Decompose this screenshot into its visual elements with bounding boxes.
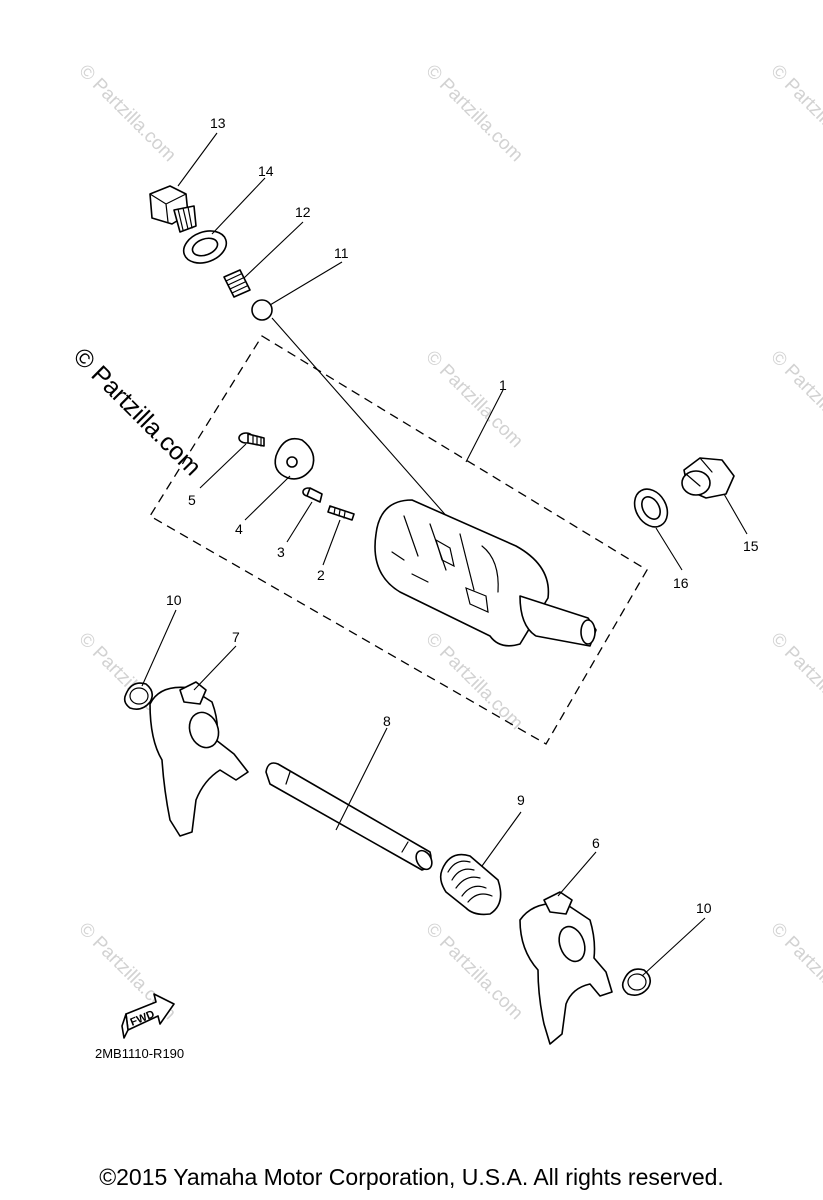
circlip-10-left <box>123 682 154 710</box>
spring-12 <box>223 269 251 298</box>
copyright-notice: ©2015 Yamaha Motor Corporation, U.S.A. A… <box>99 1164 724 1190</box>
shift-fork-7 <box>149 681 249 837</box>
watermark: © Partzilla.com <box>74 61 179 166</box>
circlip-10-right <box>621 968 652 996</box>
callout-label: 3 <box>277 544 285 560</box>
screw-5 <box>238 432 265 447</box>
callout-label: 15 <box>743 538 759 554</box>
watermark: © Partzilla.com <box>766 61 823 166</box>
callout-label: 4 <box>235 521 243 537</box>
callout-label: 14 <box>258 163 274 179</box>
washer-16 <box>633 488 669 528</box>
callout-label: 2 <box>317 567 325 583</box>
spring-9 <box>439 853 502 916</box>
callout-label: 10 <box>696 900 712 916</box>
callout-label: 16 <box>673 575 689 591</box>
callout-label: 9 <box>517 792 525 808</box>
callout-labels: 1 2 3 4 5 6 7 8 9 10 10 11 12 13 14 15 1… <box>166 115 759 916</box>
plate-4 <box>274 437 315 480</box>
watermark: © Partzilla.com <box>421 347 526 452</box>
watermark: © Partzilla.com <box>421 919 526 1024</box>
shift-drum <box>374 499 597 647</box>
plug-15 <box>681 457 735 499</box>
leader-lines <box>141 132 748 977</box>
watermark: © Partzilla.com <box>766 347 823 452</box>
watermark: © Partzilla.com <box>421 61 526 166</box>
ball-11 <box>251 299 273 321</box>
callout-label: 12 <box>295 204 311 220</box>
watermark: © Partzilla.com <box>766 629 823 734</box>
callout-label: 8 <box>383 713 391 729</box>
callout-label: 11 <box>334 245 349 261</box>
diagram-reference-code: 2MB1110-R190 <box>95 1046 185 1061</box>
watermark: © Partzilla.com <box>766 919 823 1024</box>
pin-3 <box>302 487 323 503</box>
callout-label: 10 <box>166 592 182 608</box>
shift-fork-6 <box>519 891 613 1045</box>
callout-label: 13 <box>210 115 226 131</box>
callout-label: 7 <box>232 629 240 645</box>
drain-bolt <box>149 185 197 233</box>
shift-fork-shaft <box>265 762 433 871</box>
watermark-bold: © Partzilla.com <box>68 342 207 481</box>
callout-label: 5 <box>188 492 196 508</box>
washer-14 <box>182 230 228 264</box>
callout-label: 1 <box>499 377 507 393</box>
callout-label: 6 <box>592 835 600 851</box>
assembly-box <box>149 335 648 745</box>
pin-2 <box>327 505 355 521</box>
